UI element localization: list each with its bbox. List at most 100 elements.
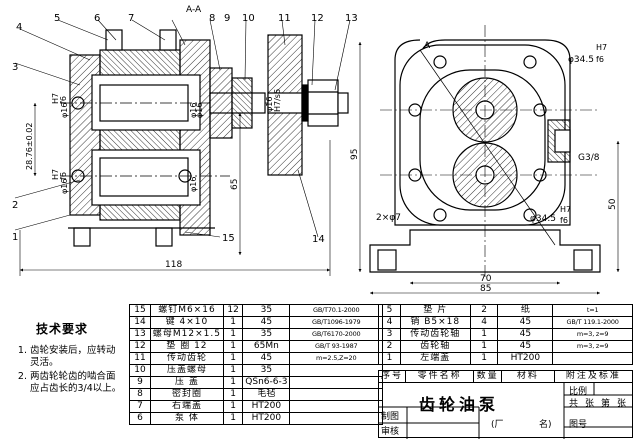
balloon-15: 15	[222, 233, 235, 244]
fit-right-bottom-h7: H7	[560, 205, 571, 214]
part-note	[289, 400, 383, 413]
part-quantity: 1	[222, 316, 244, 329]
company-open: (厂	[491, 420, 504, 430]
part-material: 35	[242, 304, 291, 317]
fit-right-top: φ34.5	[568, 55, 594, 65]
part-number: 5	[378, 304, 401, 317]
part-name: 压 盖	[149, 376, 224, 389]
section-label: A-A	[186, 5, 202, 15]
scale-label: 比例	[569, 387, 588, 397]
part-note: GB/T70.1-2000	[289, 304, 383, 317]
part-material: 45	[497, 316, 554, 329]
front-section-view	[60, 29, 349, 247]
part-number: 1	[378, 352, 401, 365]
fit-mid-bottom: φ16	[189, 177, 198, 192]
part-note	[289, 364, 383, 377]
part-number: 14	[129, 316, 151, 329]
part-note: GB/T1096-1979	[289, 316, 383, 329]
part-number: 6	[129, 412, 151, 425]
part-quantity: 2	[469, 304, 499, 317]
balloon-14: 14	[312, 234, 325, 245]
fit-left-top: φ16	[60, 103, 69, 118]
balloon-10: 10	[242, 13, 255, 24]
fit-right-bottom-f6: f6	[560, 216, 568, 225]
part-name: 螺钉M6×16	[149, 304, 224, 317]
fit-left-top-h7: H7	[51, 93, 60, 104]
part-name: 左端盖	[399, 352, 471, 365]
part-quantity: 1	[469, 352, 499, 365]
fit-h7s6: H7/s6	[273, 89, 282, 112]
part-number: 2	[378, 340, 401, 353]
header-name: 零件名称	[405, 370, 475, 383]
part-quantity: 12	[222, 304, 244, 317]
part-note: t=1	[552, 304, 633, 317]
technical-requirements: 技术要求 齿轮安装后，应转动灵活。 两齿轮轮齿的啮合面应占齿长的3/4以上。	[16, 320, 122, 397]
part-number: 7	[129, 400, 151, 413]
checked-by: 审核	[381, 427, 400, 437]
tech-item-1: 齿轮安装后，应转动灵活。	[30, 345, 122, 369]
fit-right-shaft: φ16	[265, 97, 274, 112]
part-note: m=3, z=9	[552, 328, 633, 341]
part-number: 4	[378, 316, 401, 329]
part-name: 齿轮轴	[399, 340, 471, 353]
part-number: 10	[129, 364, 151, 377]
part-quantity: 4	[469, 316, 499, 329]
part-note	[289, 376, 383, 389]
fit-right-top-f6: f6	[596, 55, 604, 64]
balloon-13: 13	[345, 13, 358, 24]
fit-right-bottom: φ34.5	[530, 214, 556, 224]
part-quantity: 1	[469, 328, 499, 341]
balloon-12: 12	[311, 13, 324, 24]
part-number: 11	[129, 352, 151, 365]
part-name: 右端盖	[149, 400, 224, 413]
balloon-4: 4	[16, 22, 22, 33]
part-name: 传动齿轮	[149, 352, 224, 365]
part-material: QSn6-6-3	[242, 376, 291, 389]
part-quantity: 1	[222, 328, 244, 341]
balloon-9: 9	[224, 13, 230, 24]
part-material: 45	[242, 316, 291, 329]
drawn-by: 制图	[381, 412, 400, 422]
part-note	[552, 352, 633, 365]
title-block: 齿轮油泵 比例 共 张 第 张 制图 审核 (厂 名) 图号	[378, 382, 633, 439]
part-quantity: 1	[222, 412, 244, 425]
part-material: 45	[497, 328, 554, 341]
part-note: GB/T6170-2000	[289, 328, 383, 341]
fit-left-bottom: φ16	[60, 179, 69, 194]
part-material: HT200	[242, 412, 291, 425]
part-number: 8	[129, 388, 151, 401]
sheet-unit-2: 张	[617, 399, 627, 409]
fit-left-top-f6: f6	[59, 96, 68, 104]
part-material: 45	[242, 352, 291, 365]
fit-left-bottom-f6: f6	[59, 172, 68, 180]
dim-118: 118	[165, 260, 182, 270]
balloon-3: 3	[12, 62, 18, 73]
part-material: 45	[497, 340, 554, 353]
part-material: HT200	[242, 400, 291, 413]
annotations: A-A A 2×φ7 G3/8 φ34.5 H7 f6 φ34.5 H7 f6 …	[25, 5, 618, 294]
part-number: 12	[129, 340, 151, 353]
part-name: 传动齿轮轴	[399, 328, 471, 341]
dim-70: 70	[480, 274, 492, 284]
part-material: HT200	[497, 352, 554, 365]
part-material: 毛毡	[242, 388, 291, 401]
balloon-6: 6	[94, 13, 100, 24]
part-name: 键 4×10	[149, 316, 224, 329]
part-number: 9	[129, 376, 151, 389]
fit-mid-top: φ16	[189, 103, 198, 118]
header-material: 材料	[501, 370, 555, 383]
part-quantity: 1	[222, 364, 244, 377]
part-note: GB/T 119.1-2000	[552, 316, 633, 329]
part-quantity: 1	[222, 340, 244, 353]
part-note: GB/T 93-1987	[289, 340, 383, 353]
